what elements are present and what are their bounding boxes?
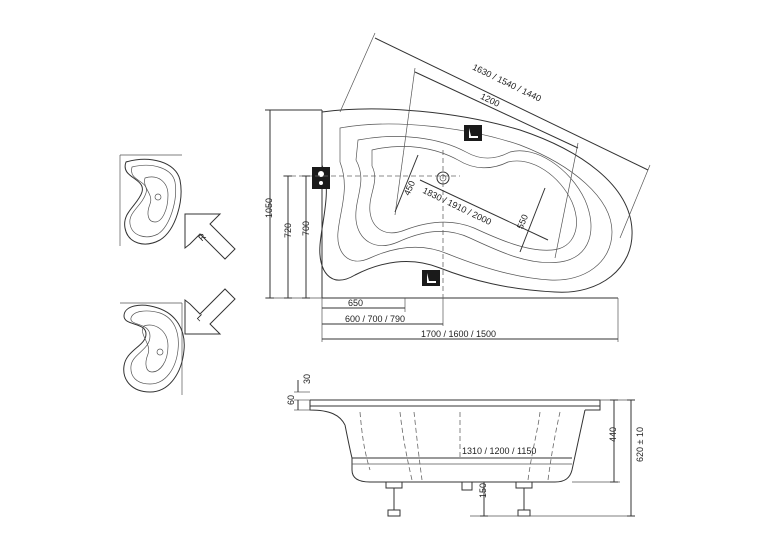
dim-leg-height: 150	[478, 483, 488, 498]
dim-height-total: 1050	[264, 198, 274, 218]
headrest-icon	[422, 270, 440, 286]
leg	[385, 481, 403, 517]
drain-fitting	[461, 481, 473, 491]
basin-outer	[355, 136, 592, 264]
dim-total-height: 620 ± 10	[635, 427, 645, 462]
arrow-left-variant: L	[184, 288, 236, 335]
dim-diag-inner: 1200	[479, 91, 501, 109]
overflow-icon	[312, 167, 330, 189]
leg	[515, 481, 533, 517]
dim-width-front: 650	[348, 298, 363, 308]
variant-left-thumbnail	[120, 302, 185, 395]
tub-outer-rim	[319, 108, 633, 293]
dim-depth: 440	[608, 427, 618, 442]
tub-inner-rim	[337, 123, 613, 281]
arrow-right-variant: R	[184, 213, 236, 260]
dim-rim-height: 30	[302, 374, 312, 384]
top-view: 1050 720 700 650 600 / 700 / 790 1700 / …	[264, 32, 651, 342]
variant-left-label: L	[195, 312, 206, 323]
dim-basin-length: 1830 / 1910 / 2000	[421, 185, 493, 227]
dim-height-inner: 700	[301, 221, 311, 236]
dim-apron-height: 60	[286, 395, 296, 405]
headrest-icon	[464, 125, 482, 141]
dim-height-mid: 720	[283, 223, 293, 238]
variant-right-label: R	[196, 231, 208, 243]
dim-width-total: 1700 / 1600 / 1500	[421, 329, 496, 339]
side-view: 30 60 440 620 ± 10 150 1310 / 1200 / 115…	[286, 374, 645, 517]
variant-right-thumbnail	[119, 154, 182, 246]
dim-basin-width-a: 450	[402, 179, 417, 197]
basin-inner	[369, 146, 577, 251]
dim-side-length: 1310 / 1200 / 1150	[462, 446, 536, 456]
dim-width-inner: 600 / 700 / 790	[345, 314, 405, 324]
